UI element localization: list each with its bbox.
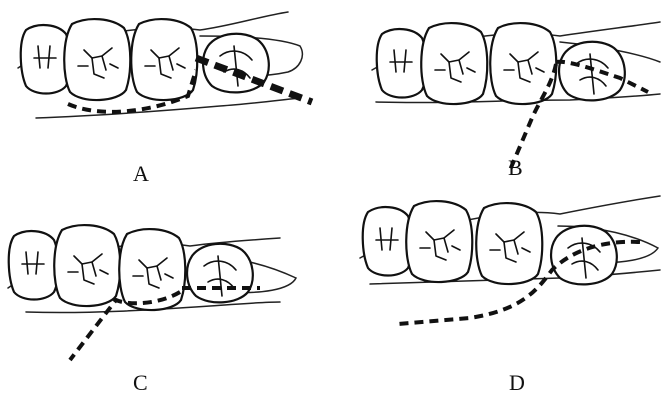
panel-label-a: A	[133, 161, 149, 186]
panel-a: A	[18, 12, 312, 186]
panel-d: D	[360, 196, 660, 395]
panel-label-c: C	[133, 370, 148, 395]
panel-label-d: D	[509, 370, 525, 395]
panel-label-b: B	[508, 155, 523, 180]
panel-b: B	[372, 22, 660, 180]
panel-c: C	[8, 225, 296, 395]
